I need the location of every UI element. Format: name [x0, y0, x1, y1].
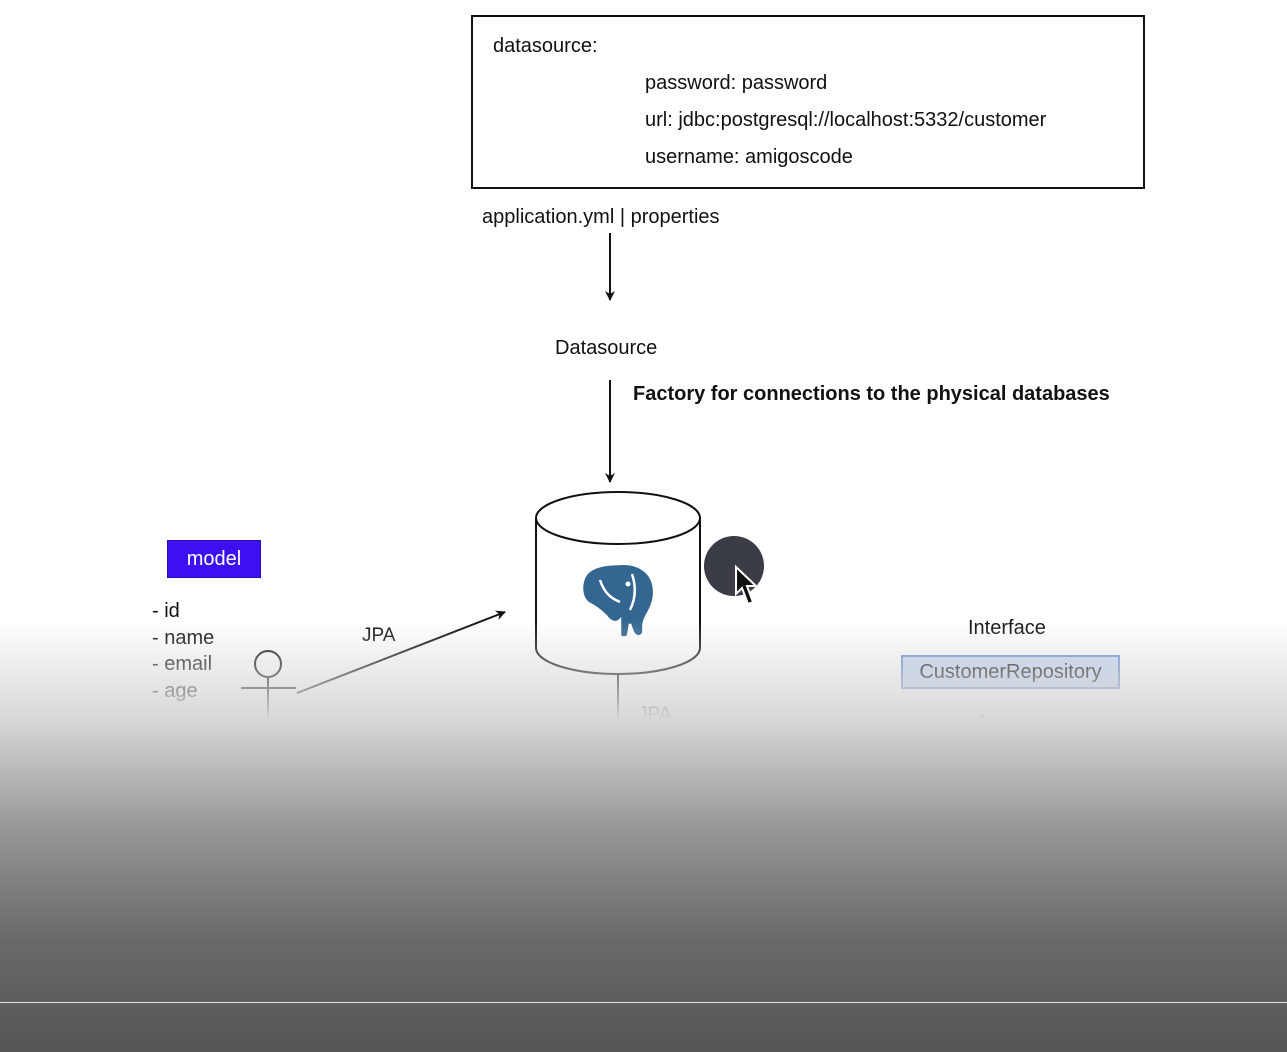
table-title: customer: [455, 761, 781, 818]
table-cell-column: id: [483, 831, 499, 853]
model-field-name: - name: [152, 626, 215, 649]
model-field-id: - id: [152, 600, 180, 622]
arrow-customer-to-database: [296, 610, 506, 694]
table-cell-column: age: [474, 1001, 508, 1023]
table-cell-type: int: [541, 1001, 563, 1023]
jpa-label-customer: JPA: [362, 625, 396, 646]
table-column-divider: [527, 816, 529, 1038]
datasource-label: Datasource: [555, 337, 658, 359]
crud-label: CRUD: [934, 797, 992, 819]
interface-label: Interface: [968, 617, 1046, 639]
model-field-email: - email: [152, 653, 213, 675]
video-progress-line: [0, 1002, 1287, 1003]
table-cell-type: varchar: [541, 943, 608, 965]
model-badge: model: [167, 540, 261, 578]
stick-figure-icon: [241, 650, 296, 761]
arrow-repository-to-table: [839, 714, 985, 874]
customer-repository-box: CustomerRepository: [901, 655, 1120, 689]
table-row-divider: [455, 870, 781, 872]
table-cell-type: big serial: [541, 831, 622, 853]
datasource-description: Factory for connections to the physical …: [633, 383, 1110, 405]
customer-table: customer id big serial name varchar emai…: [453, 759, 783, 1038]
table-cell-type: varchar: [541, 886, 608, 908]
model-field-list: - id - name - email - age: [152, 598, 214, 704]
jpa-label-table: JPA: [638, 704, 672, 725]
table-cell-column: name: [465, 886, 517, 908]
config-file-label: application.yml | properties: [482, 206, 720, 228]
table-cell-column: email: [467, 943, 515, 965]
model-field-age: - age: [152, 679, 198, 702]
mouse-pointer-icon: [704, 536, 764, 606]
customer-actor-label: Customer: [221, 774, 308, 796]
